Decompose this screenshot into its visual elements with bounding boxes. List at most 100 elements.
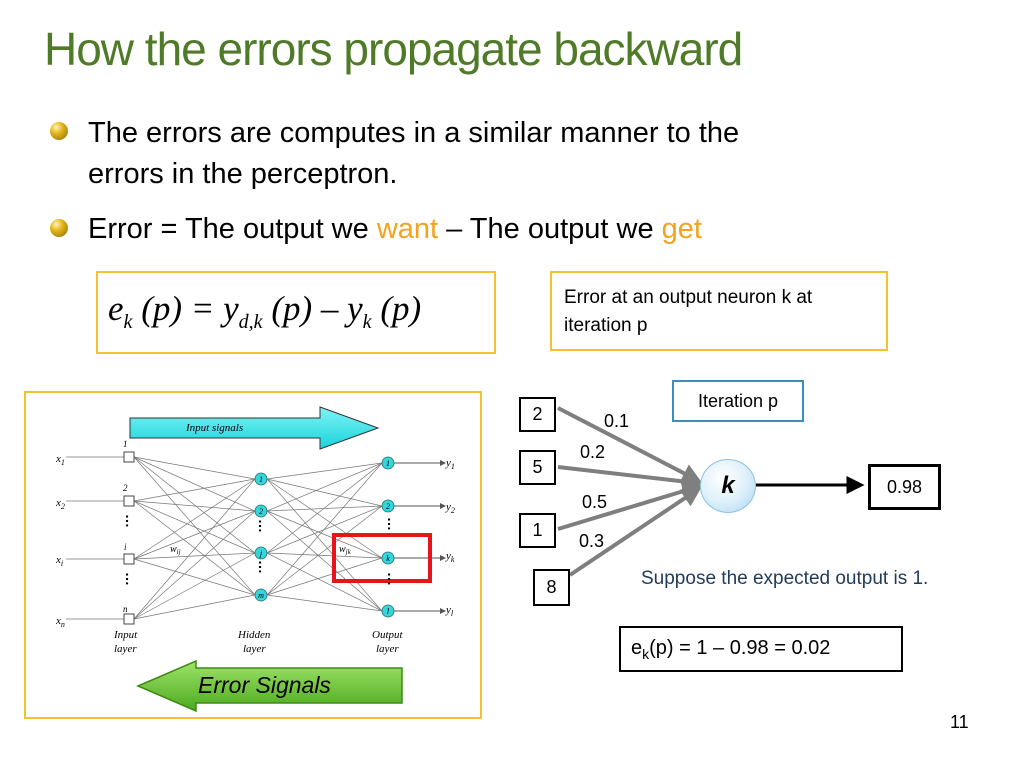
input-signals-arrow <box>129 406 380 450</box>
example-connections <box>557 406 865 577</box>
input-label-x1: x1 <box>55 453 65 467</box>
hidden-output-edge <box>266 462 383 512</box>
bullet-text-2: Error = The output we want – The output … <box>88 209 702 250</box>
hidden-output-edge <box>266 462 383 480</box>
output-node <box>381 456 395 470</box>
input-hidden-edge <box>133 456 256 480</box>
hidden-output-edge <box>266 510 383 612</box>
input-node-label-1: 1 <box>123 439 128 449</box>
input-hidden-edge <box>133 478 256 502</box>
hidden-node <box>254 472 268 486</box>
weight-label-4: 0.3 <box>579 531 605 551</box>
output-layer-label-2: layer <box>376 643 399 655</box>
hidden-layer-label-1: Hidden <box>237 629 271 641</box>
hidden-node <box>254 588 268 602</box>
hidden-node-label: j <box>259 549 263 558</box>
error-signals-arrow <box>136 659 403 713</box>
input-layer-label-2: layer <box>114 643 137 655</box>
error-formula: ek (p) = yd,k (p) – yk (p) <box>108 289 422 333</box>
weight-jk-label: wjk <box>339 544 352 556</box>
hidden-output-edge <box>266 552 383 612</box>
output-label-yl: yl <box>445 604 454 618</box>
hidden-output-edge <box>266 478 383 507</box>
input-value-box-1: 2 <box>519 397 556 432</box>
input-hidden-edge <box>133 478 256 560</box>
input-node-label-n: n <box>123 604 128 614</box>
hidden-output-edge <box>266 505 383 596</box>
bullet-1-line-1: The errors are computes in a similar man… <box>88 117 740 149</box>
input-hidden-edge <box>133 456 256 554</box>
input-node <box>123 495 135 507</box>
dots-hidden-upper: … <box>256 519 272 533</box>
input-node <box>123 613 135 625</box>
output-node-label: l <box>387 607 390 616</box>
iteration-label: Iteration p <box>697 391 779 411</box>
hidden-output-edge <box>266 552 383 559</box>
input-node <box>123 553 135 565</box>
input-hidden-edge <box>133 456 256 512</box>
highlight-rectangle <box>332 533 432 583</box>
error-signals-label: Error Signals <box>198 672 331 698</box>
neuron-k-node: k <box>700 459 756 513</box>
page-number: 11 <box>950 712 969 732</box>
expected-output-text: Suppose the expected output is 1. <box>641 568 929 589</box>
hidden-output-edge <box>266 594 383 612</box>
input-signals-label: Input signals <box>185 422 243 434</box>
iteration-box: Iteration p <box>672 380 804 422</box>
dots-output-upper: … <box>385 517 401 531</box>
bullet-2-part-1: Error = The output we <box>88 213 377 245</box>
formula-box: ek (p) = yd,k (p) – yk (p) <box>96 271 496 354</box>
input-hidden-edge <box>133 510 256 560</box>
output-layer-label-1: Output <box>372 629 404 641</box>
bullet-text-1: The errors are computes in a similar man… <box>88 113 739 195</box>
hidden-output-edge <box>266 510 383 559</box>
connection-line-3 <box>557 481 703 531</box>
bullet-1-line-2: errors in the perceptron. <box>88 158 398 190</box>
ellipsis-dots: … … … … … … <box>123 514 401 586</box>
hidden-output-edge <box>266 462 383 596</box>
slide-title: How the errors propagate backward <box>44 23 743 75</box>
output-label-y2: y2 <box>445 501 455 515</box>
input-hidden-edge <box>133 456 256 596</box>
connection-line-4 <box>568 486 702 577</box>
hidden-node-label: 2 <box>259 507 263 516</box>
input-value-box-3: 1 <box>519 513 556 548</box>
output-value-box: 0.98 <box>868 464 941 510</box>
description-text: Error at an output neuron k at iteration… <box>564 287 813 336</box>
bullet-icon <box>50 219 68 237</box>
input-node-label-i: i <box>124 542 127 552</box>
output-arrowhead <box>440 460 446 466</box>
hidden-layer-label-2: layer <box>243 643 266 655</box>
hidden-node-label: 1 <box>259 475 263 484</box>
connection-line-1 <box>557 406 702 483</box>
network-edges <box>66 456 446 620</box>
hidden-node-label: m <box>258 591 264 600</box>
output-node <box>381 604 395 618</box>
hidden-node <box>254 504 268 518</box>
weight-label-1: 0.1 <box>604 411 630 431</box>
hidden-output-edge <box>266 505 383 512</box>
want-highlight: want <box>376 213 439 245</box>
connection-line-2 <box>557 465 703 492</box>
weight-label-3: 0.5 <box>582 492 608 512</box>
hidden-output-edge <box>266 478 383 612</box>
output-node-label: 2 <box>386 502 390 511</box>
input-node-label-2: 2 <box>123 483 128 493</box>
hidden-output-edge <box>266 462 383 554</box>
output-node <box>381 551 395 565</box>
input-hidden-edge <box>133 500 256 512</box>
input-hidden-edge <box>133 510 256 620</box>
dots-input-lower: … <box>123 572 139 586</box>
output-arrowhead <box>440 608 446 614</box>
input-layer-label-1: Input <box>113 629 138 641</box>
weight-ij-label: wij <box>170 544 181 556</box>
hidden-output-edge <box>266 478 383 559</box>
input-node <box>123 451 135 463</box>
input-label-x2: x2 <box>55 497 65 511</box>
get-highlight: get <box>661 213 702 245</box>
input-label-xn: xn <box>55 615 65 629</box>
output-arrowhead <box>440 503 446 509</box>
